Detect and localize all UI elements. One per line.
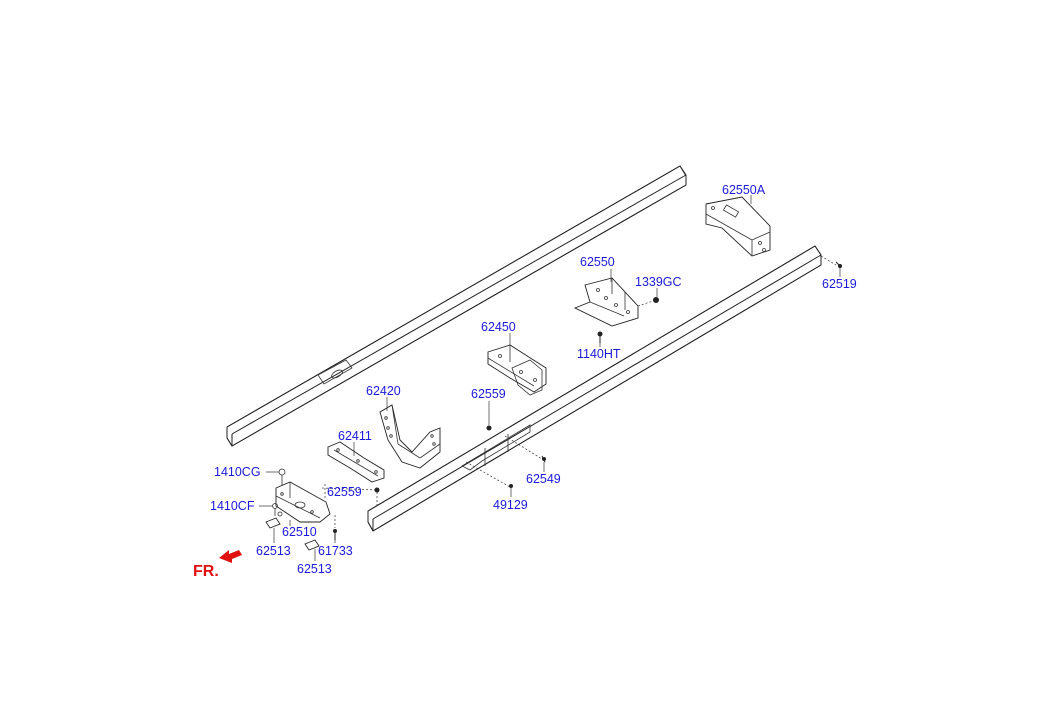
label-62513-a: 62513 — [256, 544, 291, 558]
bolt-62559-lower-icon — [374, 487, 380, 506]
part-62450-crossmember — [487, 344, 547, 396]
fitting-1410CF-icon — [272, 503, 283, 517]
part-62420-bracket — [379, 404, 441, 469]
label-62513-b: 62513 — [297, 562, 332, 576]
left-side-rail — [226, 165, 687, 447]
label-62559-upper: 62559 — [471, 387, 506, 401]
bolt-1140HT-icon — [597, 331, 603, 343]
pad-62513-b-icon — [304, 539, 320, 551]
label-62510: 62510 — [282, 525, 317, 539]
label-1339GC: 1339GC — [635, 275, 682, 289]
label-62519: 62519 — [822, 277, 857, 291]
label-1410CG: 1410CG — [214, 465, 261, 479]
part-62550-plate — [573, 277, 657, 327]
part-62550A-bracket — [705, 196, 771, 257]
label-62550: 62550 — [580, 255, 615, 269]
label-1410CF: 1410CF — [210, 499, 255, 513]
label-62450: 62450 — [481, 320, 516, 334]
bolt-49129-icon — [465, 461, 513, 488]
right-side-rail — [367, 245, 822, 532]
stud-61733-icon — [333, 515, 337, 540]
label-62420: 62420 — [366, 384, 401, 398]
front-direction-arrow-icon — [219, 550, 242, 563]
bolt-62559-upper-icon — [486, 425, 492, 431]
nut-1339GC-icon — [653, 297, 659, 303]
part-62411-crossmember — [327, 441, 385, 483]
bolt-62519-icon — [820, 255, 842, 268]
front-direction-label: FR. — [193, 563, 219, 580]
label-61733: 61733 — [318, 544, 353, 558]
bolt-62549-icon — [504, 435, 546, 463]
label-1140HT: 1140HT — [577, 347, 621, 361]
label-62550A: 62550A — [722, 183, 766, 197]
part-62510-crossmember — [275, 481, 379, 523]
fitting-1410CG-icon — [278, 468, 286, 485]
label-62559-lower: 62559 — [327, 485, 362, 499]
label-62549: 62549 — [526, 472, 561, 486]
label-62411: 62411 — [338, 429, 372, 443]
pad-62513-a-icon — [265, 517, 281, 529]
label-49129: 49129 — [493, 498, 528, 512]
